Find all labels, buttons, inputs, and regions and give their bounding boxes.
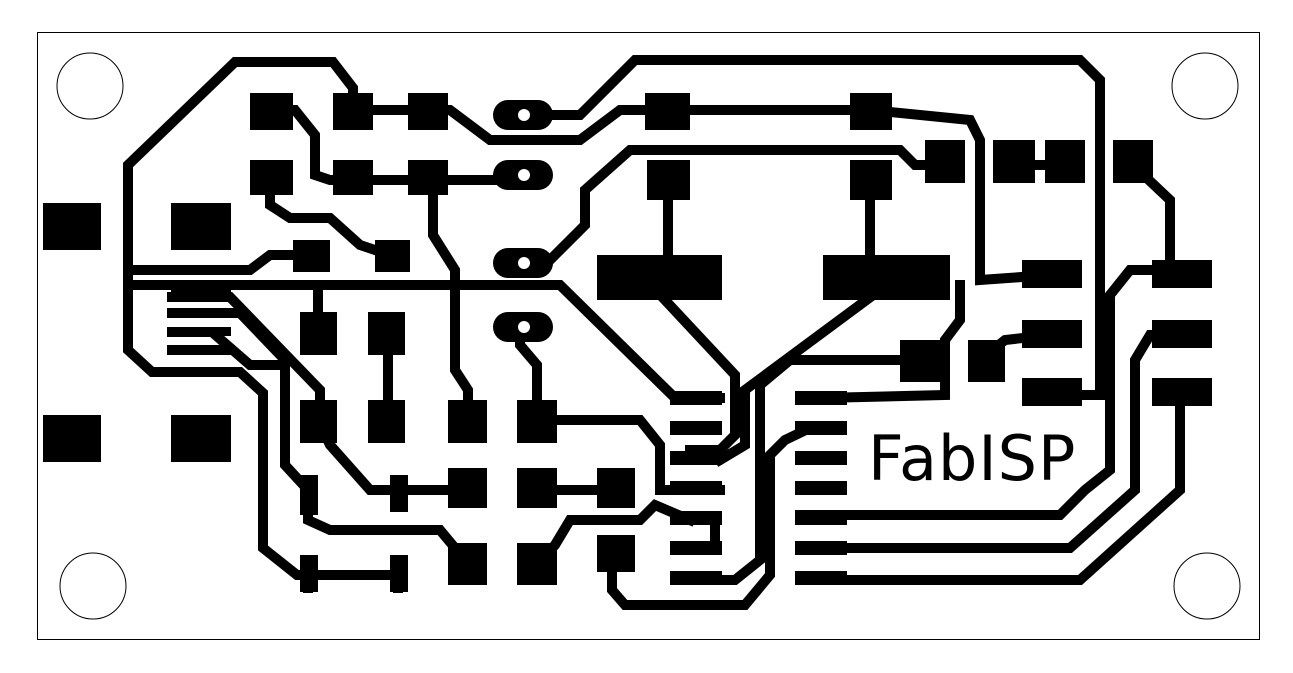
board-label: FabISP (868, 422, 1077, 495)
mounting-hole (59, 552, 127, 620)
mounting-hole (1171, 52, 1239, 120)
pads (43, 93, 1212, 592)
mounting-hole (1173, 552, 1241, 620)
board-outline (37, 32, 1260, 640)
mounting-hole (56, 52, 124, 120)
mounting-holes (56, 52, 1241, 620)
drill-holes (518, 109, 530, 333)
